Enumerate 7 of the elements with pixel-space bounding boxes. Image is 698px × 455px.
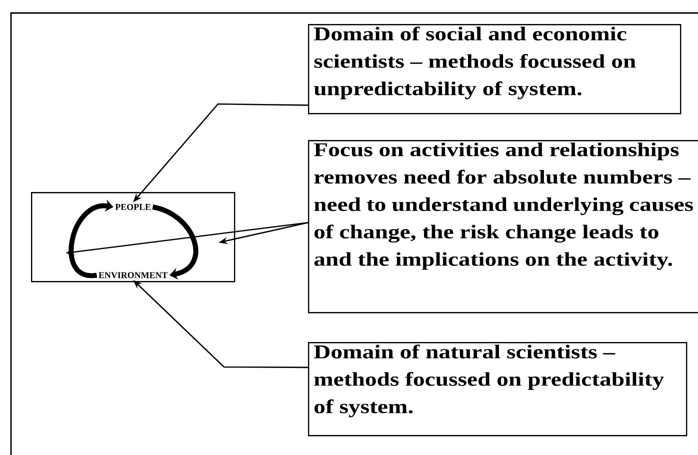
system-box: [31, 192, 236, 282]
node-label: ENVIRONMENT: [98, 272, 168, 278]
callout-box: Focus on activities and relationships removes need for absolute numbers – need to understand underlying causes of change, the risk change leads to and the implications on the activity.: [308, 140, 698, 314]
callout-box: Domain of natural scientists – methods focussed on predictability of system.: [308, 342, 688, 436]
callout-box: Domain of social and economic scientists – methods focussed on unpredictability of system.: [308, 24, 682, 114]
node-label: PEOPLE: [115, 204, 151, 210]
cycle-arrow: [152, 204, 198, 280]
